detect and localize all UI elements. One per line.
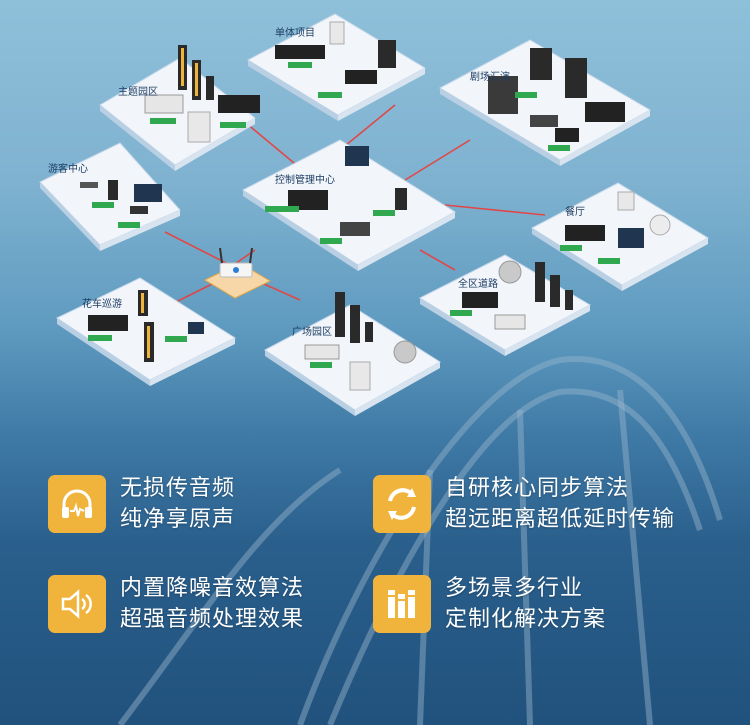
feature-line1: 无损传音频 — [120, 476, 236, 501]
feature-line1: 自研核心同步算法 — [445, 476, 630, 501]
tile-single-project[interactable]: 单体项目 — [246, 13, 427, 121]
svg-text:花车巡游: 花车巡游 — [82, 297, 122, 310]
feature-line2: 超强音频处理效果 — [120, 607, 305, 632]
feature-line1: 内置降噪音效算法 — [120, 576, 305, 601]
feature-line1: 多场景多行业 — [445, 576, 584, 601]
feature-line2: 超远距离超低延时传输 — [445, 507, 676, 532]
sync-arrows-icon — [373, 475, 431, 533]
tile-restaurant[interactable]: 餐厅 — [531, 182, 709, 291]
svg-text:剧场汇演: 剧场汇演 — [470, 70, 510, 83]
tile-theater[interactable]: 剧场汇演 — [438, 39, 652, 166]
feature-line2: 定制化解决方案 — [445, 607, 607, 632]
feature-custom-solutions: 多场景多行业 定制化解决方案 — [373, 573, 606, 635]
svg-text:主题园区: 主题园区 — [118, 86, 158, 98]
svg-text:控制管理中心: 控制管理中心 — [275, 173, 335, 186]
feature-line2: 纯净享原声 — [120, 507, 236, 532]
headphones-icon — [48, 475, 106, 533]
feature-noise-reduction: 内置降噪音效算法 超强音频处理效果 — [48, 573, 304, 635]
tile-main-park[interactable]: 主题园区 — [99, 45, 260, 171]
tile-visitor-center[interactable]: 游客中心 — [39, 142, 181, 251]
tile-control-center[interactable]: 控制管理中心 — [242, 139, 456, 271]
roller-coaster-silhouette — [117, 356, 723, 725]
feature-lossless-audio: 无损传音频 纯净享原声 — [48, 473, 235, 535]
tile-plaza[interactable]: 广场园区 — [264, 292, 441, 416]
tile-parade[interactable]: 花车巡游 — [55, 277, 237, 386]
books-icon — [373, 575, 431, 633]
tile-all-area-road[interactable]: 全区道路 — [418, 254, 592, 356]
svg-text:餐厅: 餐厅 — [565, 205, 585, 218]
svg-text:全区道路: 全区道路 — [458, 277, 498, 290]
svg-text:单体项目: 单体项目 — [275, 27, 315, 39]
router-node[interactable] — [203, 247, 272, 299]
feature-sync-algorithm: 自研核心同步算法 超远距离超低延时传输 — [373, 473, 675, 535]
speaker-icon — [48, 575, 106, 633]
svg-text:广场园区: 广场园区 — [292, 325, 332, 338]
svg-text:游客中心: 游客中心 — [48, 162, 88, 175]
